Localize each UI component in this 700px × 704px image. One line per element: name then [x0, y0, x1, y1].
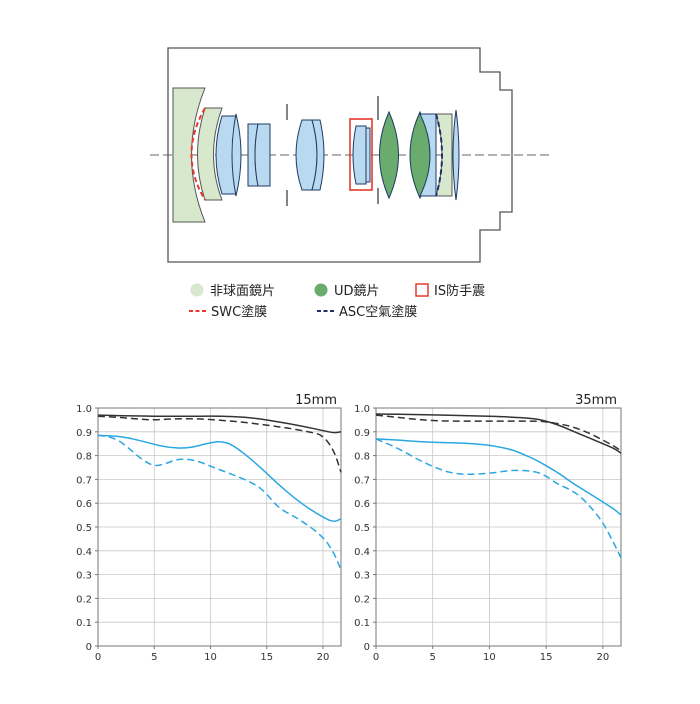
- series-line-dashed-blue: [97, 434, 342, 571]
- asc-coating-curve: [435, 113, 443, 197]
- y-tick-label: 0.9: [76, 428, 92, 439]
- x-tick-label: 20: [596, 652, 609, 663]
- y-tick-label: 0.9: [354, 428, 370, 439]
- y-tick-label: 0.6: [354, 499, 370, 510]
- x-tick-label: 15: [260, 652, 273, 663]
- lens-legend: 非球面鏡片 UD鏡片 IS防手震 SWC塗膜 ASC空氣塗膜: [189, 283, 485, 320]
- aspheric-swatch: [190, 283, 204, 297]
- y-tick-label: 0.3: [76, 571, 92, 582]
- mtf-chart-15mm: 0 0.1 0.2 0.3 0.4 0.5 0.6 0.7 0.8 0.9 1.0 0 5 10 15 20 1…: [76, 393, 342, 663]
- chart-title: 35mm: [575, 393, 617, 408]
- mtf-chart-35mm: 0 0.1 0.2 0.3 0.4 0.5 0.6 0.7 0.8 0.9 1.0 0 5 10 15 20 3…: [354, 393, 622, 663]
- lens-diagram: [150, 47, 552, 263]
- x-tick-label: 10: [483, 652, 496, 663]
- y-tick-label: 0.6: [76, 499, 92, 510]
- y-tick-label: 0.4: [354, 547, 370, 558]
- x-tick-label: 5: [151, 652, 157, 663]
- is-lens-1: [352, 125, 367, 185]
- y-tick-label: 0.7: [76, 475, 92, 486]
- series-line-solid-blue: [375, 438, 622, 516]
- series-line-dashed-dark: [375, 414, 622, 452]
- y-tick-label: 0.5: [354, 523, 370, 534]
- y-tick-label: 0.1: [354, 618, 370, 629]
- ud-lens-1: [379, 110, 399, 200]
- legend-swc-label: SWC塗膜: [211, 304, 267, 320]
- y-tick-label: 0.4: [76, 547, 92, 558]
- is-lens-2: [365, 127, 371, 183]
- series-line-solid-dark: [97, 414, 342, 434]
- lens-element-5: [295, 119, 318, 191]
- x-tick-label: 20: [317, 652, 330, 663]
- lens-barrel-outline: [167, 47, 513, 263]
- y-tick-label: 0.2: [354, 594, 370, 605]
- legend-aspheric-label: 非球面鏡片: [210, 284, 275, 299]
- y-tick-label: 0.3: [354, 571, 370, 582]
- y-tick-label: 0.1: [76, 618, 92, 629]
- legend-is-label: IS防手震: [434, 283, 485, 299]
- x-tick-label: 0: [95, 652, 101, 663]
- y-tick-label: 0: [86, 642, 92, 653]
- y-tick-label: 1.0: [354, 404, 370, 415]
- y-tick-label: 0.2: [76, 594, 92, 605]
- y-tick-label: 0.8: [76, 452, 92, 463]
- x-tick-label: 10: [204, 652, 217, 663]
- y-tick-label: 1.0: [76, 404, 92, 415]
- x-tick-label: 5: [430, 652, 436, 663]
- legend-ud-label: UD鏡片: [334, 284, 380, 299]
- y-tick-label: 0.8: [354, 452, 370, 463]
- x-tick-label: 0: [373, 652, 379, 663]
- front-aspheric-lens: [172, 87, 206, 223]
- y-tick-label: 0.5: [76, 523, 92, 534]
- y-tick-label: 0: [364, 642, 370, 653]
- second-aspheric-lens: [197, 107, 223, 201]
- lens-element-4: [254, 123, 271, 187]
- lens-element-6: [311, 119, 325, 191]
- series-line-dashed-dark: [97, 415, 342, 473]
- rear-lens-element: [452, 109, 460, 201]
- legend-asc-label: ASC空氣塗膜: [339, 304, 417, 320]
- swc-coating-curve: [190, 107, 206, 201]
- ud-swatch: [314, 283, 328, 297]
- y-tick-label: 0.7: [354, 475, 370, 486]
- lens-element-7: [419, 113, 437, 197]
- series-line-solid-blue: [97, 434, 342, 522]
- lens-element-2: [231, 113, 242, 197]
- is-group-box: [349, 118, 373, 191]
- chart-title: 15mm: [295, 393, 337, 408]
- is-swatch: [415, 283, 429, 297]
- lens-element-1: [215, 115, 237, 195]
- series-line-dashed-blue: [375, 438, 622, 559]
- x-tick-label: 15: [540, 652, 553, 663]
